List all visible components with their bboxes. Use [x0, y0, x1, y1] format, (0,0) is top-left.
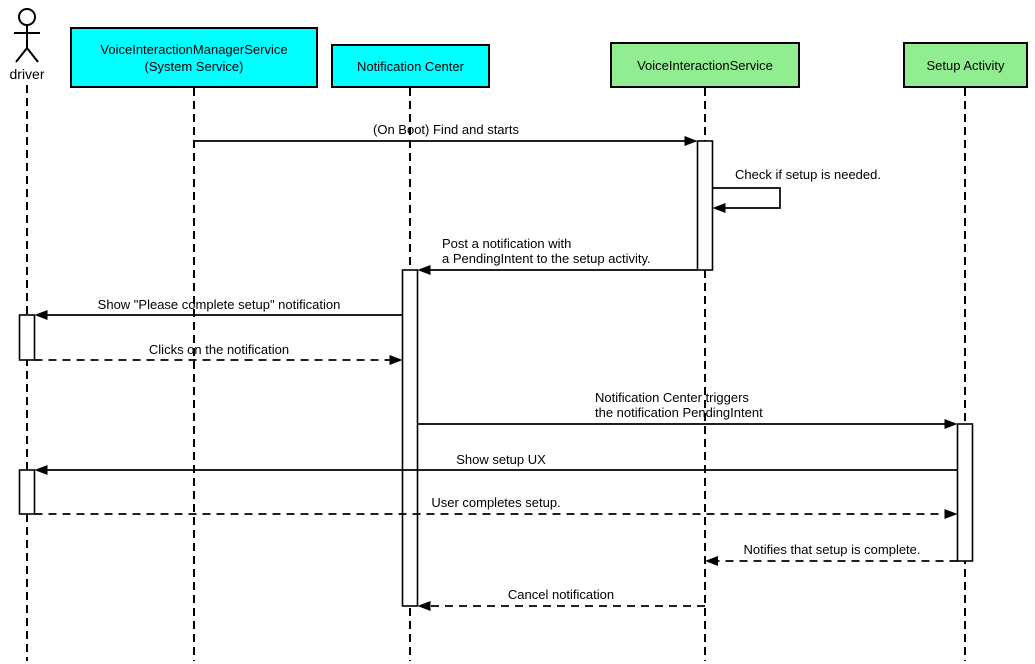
- participant-notification-center: Notification Center: [331, 44, 490, 88]
- participant-voice-interaction-manager-service: VoiceInteractionManagerService (System S…: [70, 27, 318, 88]
- actor-leg-right: [26, 47, 39, 63]
- participant-label-line: VoiceInteractionService: [637, 57, 773, 73]
- arrowhead-show-setup-ux: [34, 465, 48, 475]
- arrowhead-triggers-pendingintent: [944, 419, 958, 429]
- activation-notification-center: [401, 269, 419, 607]
- activation-voice-interaction-service: [696, 140, 714, 271]
- actor-label-driver: driver: [9, 66, 45, 82]
- message-label-triggers-pendingintent: Notification Center triggers the notific…: [595, 390, 763, 420]
- activation-driver-2: [18, 469, 36, 515]
- message-label-post-notification: Post a notification with a PendingIntent…: [442, 236, 651, 266]
- message-label-clicks-notification: Clicks on the notification: [148, 342, 290, 357]
- participant-label-line: Notification Center: [357, 58, 464, 74]
- message-label-on-boot: (On Boot) Find and starts: [373, 122, 519, 137]
- participant-voice-interaction-service: VoiceInteractionService: [610, 42, 800, 88]
- message-label-user-completes-setup: User completes setup.: [431, 495, 561, 510]
- activation-driver-1: [18, 314, 36, 361]
- activation-setup-activity: [956, 423, 974, 562]
- arrowhead-check-setup: [712, 203, 726, 213]
- actor-figure: [14, 8, 40, 63]
- actor-leg-left: [15, 47, 28, 63]
- message-label-check-setup: Check if setup is needed.: [735, 167, 881, 182]
- arrowhead-notifies-complete: [705, 556, 718, 566]
- message-label-show-notification: Show "Please complete setup" notificatio…: [97, 297, 341, 312]
- actor-head: [18, 8, 36, 26]
- participant-setup-activity: Setup Activity: [903, 42, 1028, 88]
- participant-label-line: (System Service): [144, 58, 244, 74]
- participant-label-line: Setup Activity: [926, 57, 1005, 73]
- message-label-show-setup-ux: Show setup UX: [456, 452, 546, 467]
- arrowhead-user-completes-setup: [944, 509, 958, 519]
- message-label-cancel-notification: Cancel notification: [507, 587, 615, 602]
- arrowhead-show-notification: [34, 310, 48, 320]
- message-label-notifies-complete: Notifies that setup is complete.: [743, 542, 921, 557]
- arrowhead-cancel-notification: [417, 601, 431, 611]
- message-arrow-check-if-setup-needed: [712, 187, 781, 209]
- arrowhead-post-notification: [417, 265, 431, 275]
- arrowhead-on-boot: [684, 136, 698, 146]
- arrowhead-clicks-notification: [389, 355, 403, 365]
- participant-label-line: VoiceInteractionManagerService: [100, 41, 288, 57]
